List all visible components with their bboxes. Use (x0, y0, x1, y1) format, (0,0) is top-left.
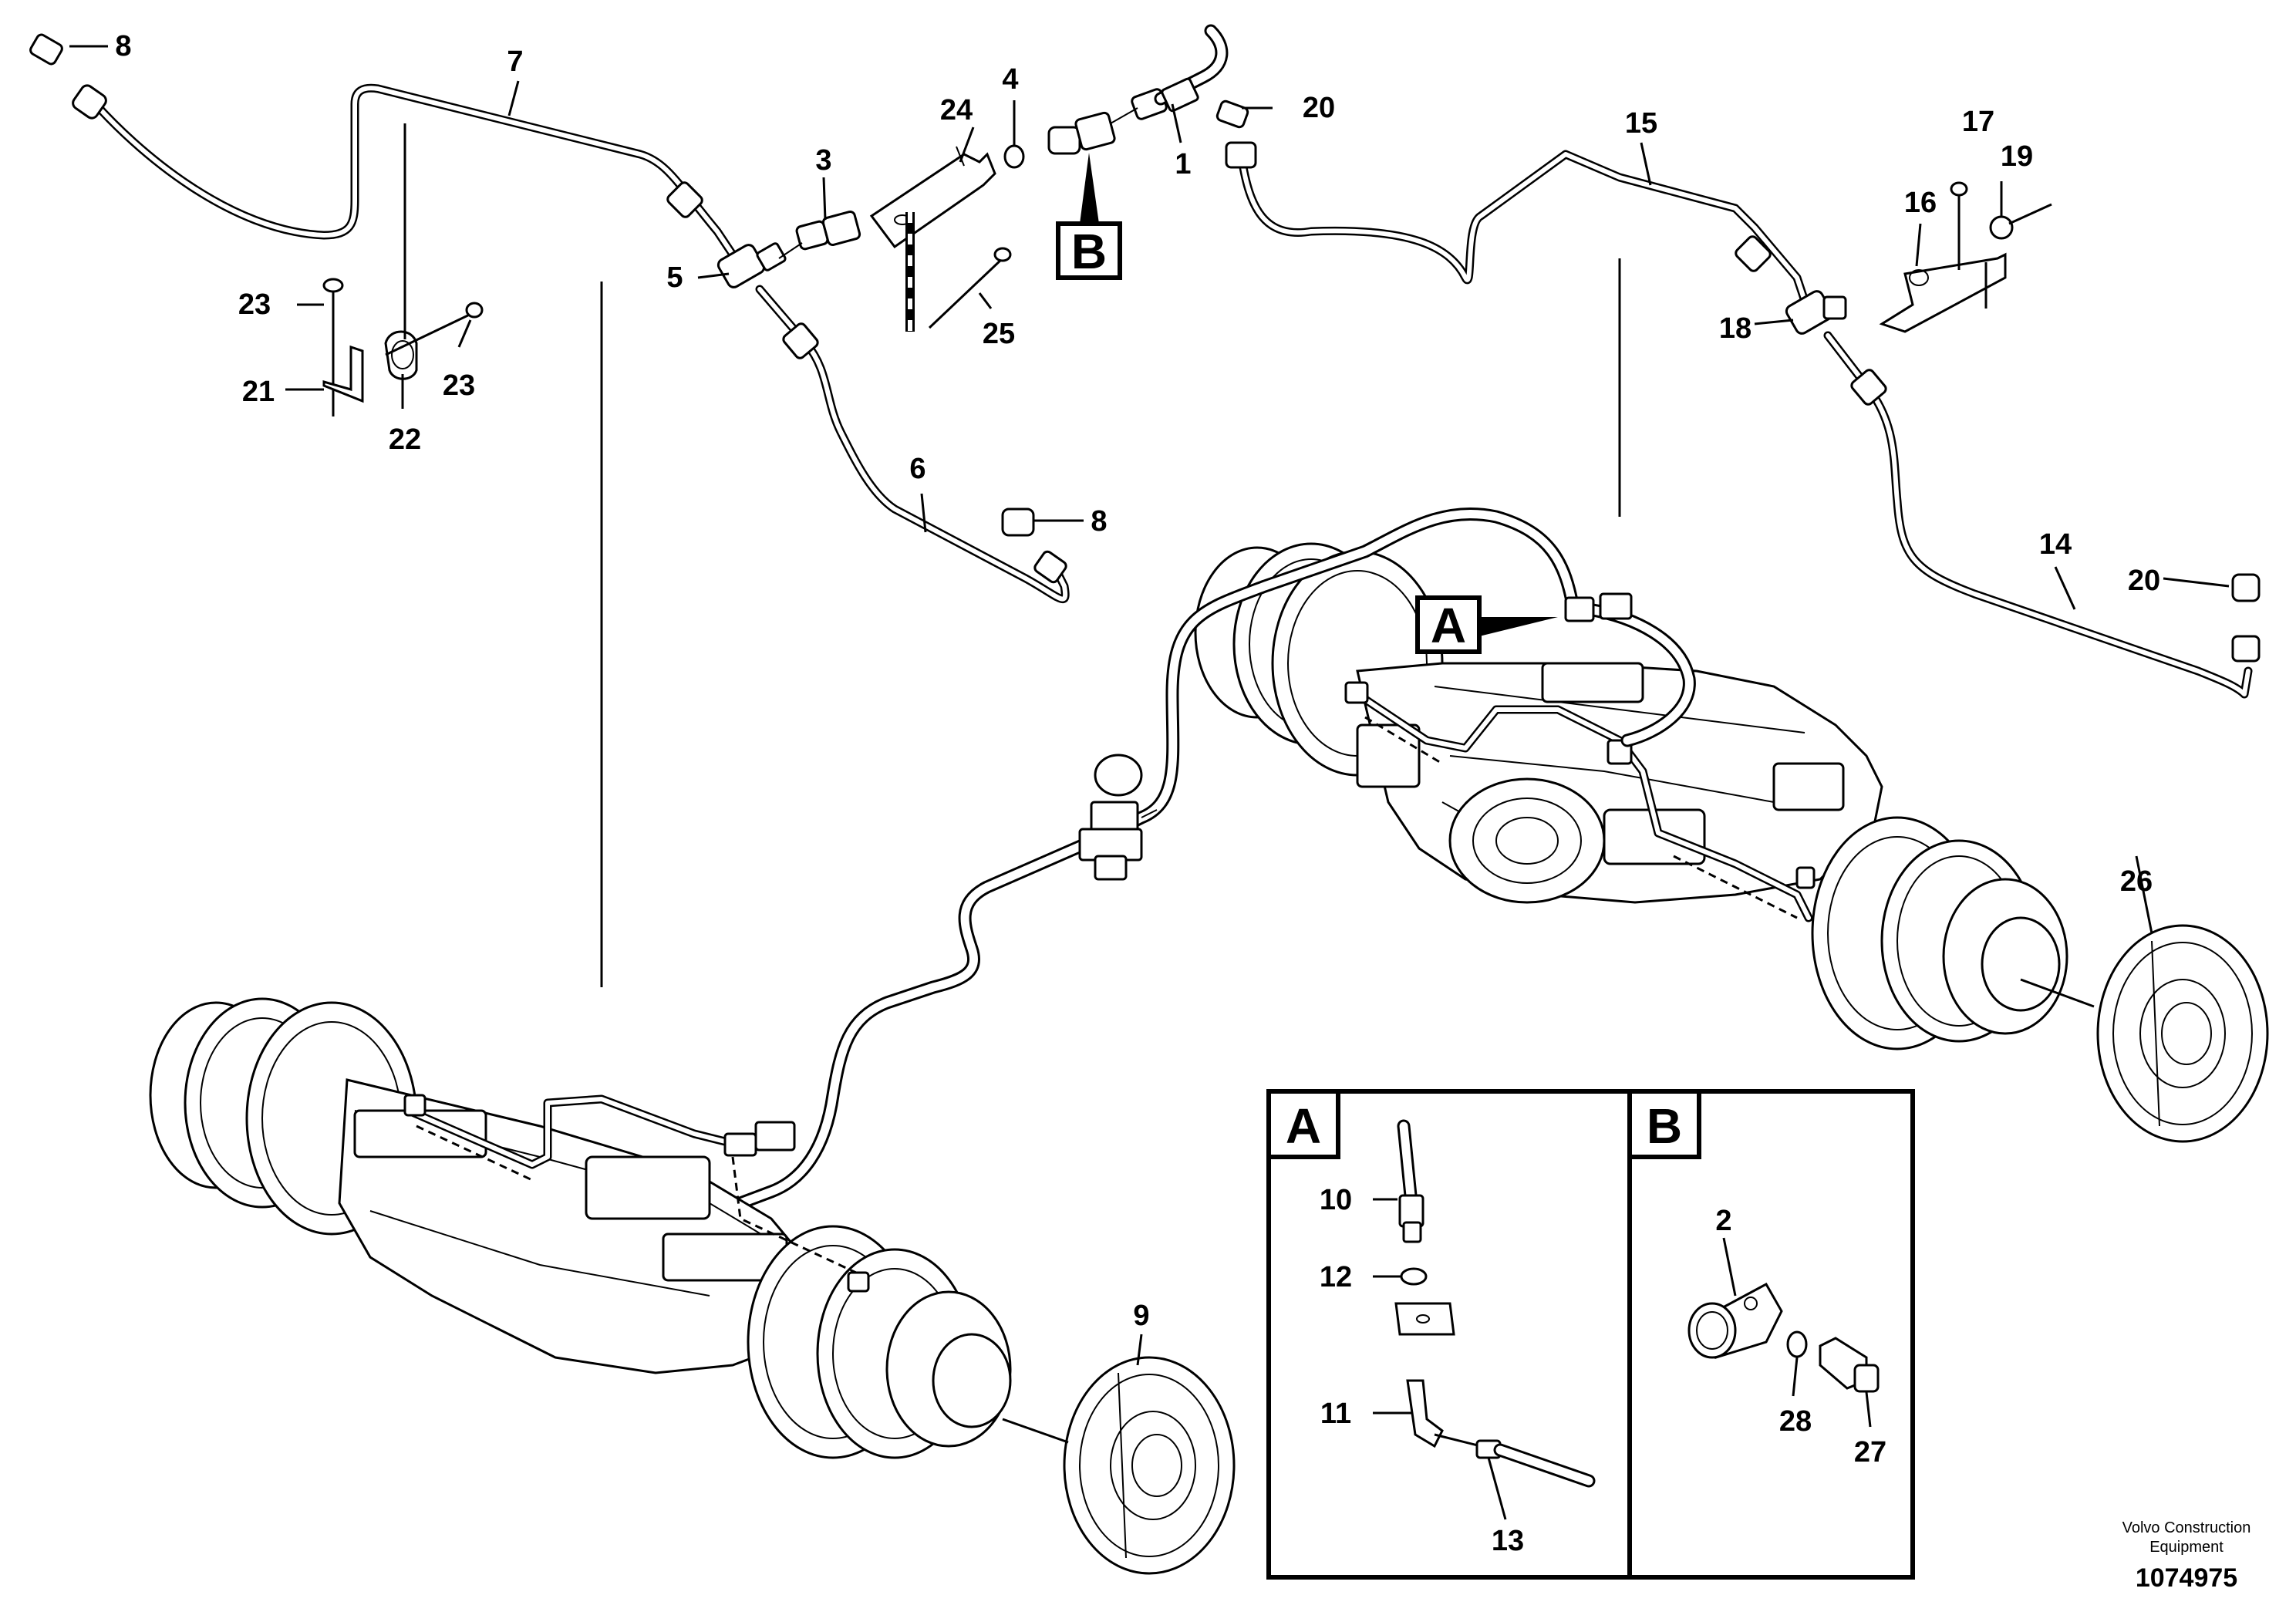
callout-3: 3 (815, 144, 831, 177)
callout-5: 5 (666, 261, 683, 294)
callout-8-top: 8 (115, 30, 131, 62)
bracket-16 (1879, 252, 2007, 333)
nut-19 (1989, 215, 2014, 240)
company-line-2: Equipment (2149, 1539, 2224, 1556)
clamp-set-21-22-23 (322, 278, 484, 416)
callout-26: 26 (2120, 865, 2153, 898)
elbow-fitting-8-lower (1001, 508, 1067, 584)
callout-23-right: 23 (443, 369, 475, 402)
brake-pipe-15 (1237, 150, 1809, 305)
detail-marker-b: B (1056, 153, 1122, 280)
callout-20-top: 20 (1303, 92, 1335, 124)
callout-19: 19 (2001, 140, 2033, 173)
detail-marker-a: A (1415, 595, 1558, 654)
hose-1-main (733, 507, 1696, 1210)
svg-text:B: B (1647, 1098, 1682, 1154)
right-pipe-assembly (1215, 99, 2261, 699)
callout-17: 17 (1962, 106, 1994, 138)
detail-panel-b-title: B (1627, 1089, 1701, 1159)
pressure-switch-housing (1047, 88, 1168, 155)
callout-8-lower: 8 (1091, 505, 1107, 538)
callout-15: 15 (1625, 107, 1657, 140)
callout-20-right: 20 (2128, 565, 2160, 597)
detail-panel-a-title: A (1266, 1089, 1340, 1159)
callout-labels: 8 7 3 24 4 1 20 15 17 19 16 18 5 25 23 2… (115, 30, 2160, 1557)
document-number: 1074975 (2136, 1563, 2237, 1593)
callout-28: 28 (1779, 1405, 1812, 1438)
detail-a-assembly (1394, 1119, 1596, 1488)
brake-pipe-14 (1823, 331, 2253, 699)
tee-fitting-5 (716, 242, 787, 288)
callout-25: 25 (983, 318, 1015, 350)
callout-24: 24 (940, 94, 973, 126)
callout-6: 6 (909, 453, 925, 485)
svg-text:A: A (1286, 1098, 1321, 1154)
callout-7: 7 (507, 46, 523, 78)
elbow-fitting-8-top (29, 33, 107, 120)
detail-panel-frame (1266, 1089, 1915, 1580)
callout-18: 18 (1719, 312, 1752, 345)
svg-text:B: B (1071, 224, 1107, 279)
brake-pipe-7 (84, 83, 737, 259)
callout-10: 10 (1320, 1184, 1352, 1216)
callout-23-left: 23 (238, 288, 271, 321)
washer-4 (1003, 144, 1025, 169)
callout-leaders (69, 45, 2230, 1520)
callout-2: 2 (1715, 1205, 1731, 1237)
detail-b-assembly (1687, 1282, 1880, 1393)
rear-axle (1194, 542, 2068, 1050)
callout-21: 21 (242, 376, 275, 408)
brake-disc-9 (1002, 1356, 1236, 1575)
bolt-25 (928, 247, 1012, 329)
callout-13: 13 (1492, 1525, 1524, 1557)
brake-disc-26 (2020, 924, 2269, 1143)
company-line-1: Volvo Construction (2122, 1519, 2251, 1536)
accumulator-valve (1078, 754, 1158, 881)
callout-27: 27 (1854, 1436, 1886, 1469)
callout-22: 22 (389, 423, 421, 456)
callout-9: 9 (1133, 1300, 1149, 1332)
callout-1: 1 (1175, 148, 1191, 180)
callout-14: 14 (2039, 528, 2072, 561)
connector-3 (795, 211, 861, 251)
washer-28 (1786, 1330, 1808, 1358)
callout-4: 4 (1002, 63, 1018, 96)
callout-16: 16 (1904, 187, 1937, 219)
callout-12: 12 (1320, 1261, 1352, 1293)
front-axle (149, 997, 1012, 1459)
footer-brand: Volvo Construction Equipment 1074975 (2122, 1519, 2251, 1593)
bracket-24 (869, 146, 996, 249)
svg-text:A: A (1431, 598, 1466, 653)
callout-11: 11 (1320, 1398, 1351, 1430)
left-pipe-assembly (29, 24, 1229, 603)
